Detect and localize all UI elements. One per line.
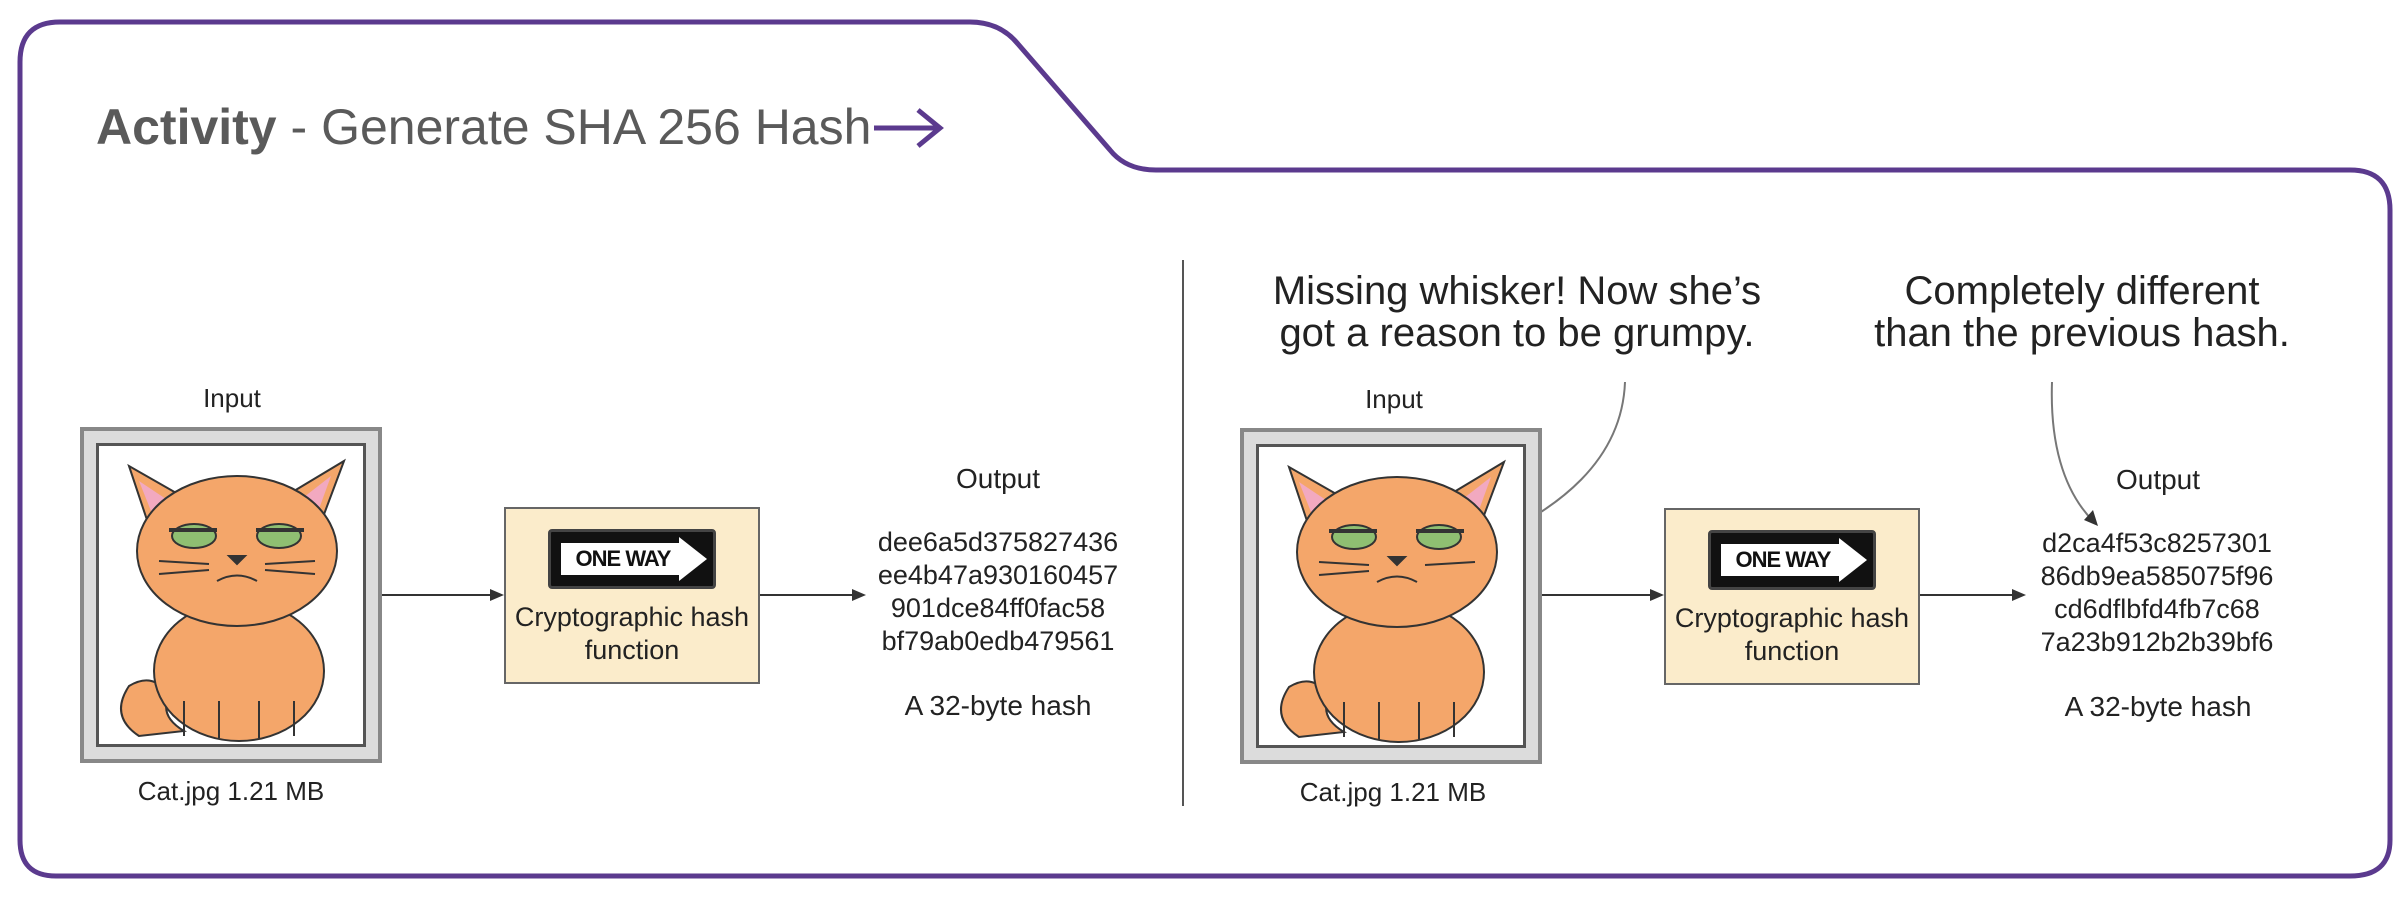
one-way-sign-icon: ONE WAY [1708,530,1876,590]
annotation-whisker: Missing whisker! Now she’s got a reason … [1272,269,1762,355]
hash-caption: A 32-byte hash [2064,691,2252,722]
hash-function-box: ONE WAY Cryptographic hash function [504,507,760,684]
hash-line: 86db9ea585075f96 [2040,561,2274,591]
one-way-sign-text: ONE WAY [1735,547,1832,572]
one-way-sign-text: ONE WAY [575,546,672,571]
grumpy-cat-image [120,458,346,742]
page-title: Activity - Generate SHA 256 Hash [96,98,871,156]
hash-line: bf79ab0edb479561 [881,626,1115,656]
arrow-right-icon [874,108,944,148]
input-photo-frame [80,427,382,763]
hash-function-box: ONE WAY Cryptographic hash function [1664,508,1920,685]
hash-line: ee4b47a930160457 [877,560,1119,590]
output-label: Output [955,463,1041,494]
hash-line: d2ca4f53c8257301 [2042,528,2272,558]
file-caption: Cat.jpg 1.21 MB [137,776,325,806]
flow-arrow [1920,589,2026,601]
flow-arrow [1542,589,1664,601]
hash-function-label: Cryptographic hash function [514,602,750,665]
input-label: Input [1365,384,1423,414]
annotation-pointer-different [2050,381,2098,526]
hash-line: 7a23b912b2b39bf6 [2040,627,2274,657]
flow-arrow [382,589,504,601]
hash-line: dee6a5d375827436 [877,527,1119,557]
cat-image-area [1256,444,1526,748]
file-caption: Cat.jpg 1.21 MB [1299,777,1487,807]
input-label: Input [203,383,261,413]
cat-image-area [96,443,366,747]
grumpy-cat-image [1280,459,1506,743]
output-label: Output [2115,464,2201,495]
flow-arrow [760,589,866,601]
hash-function-label: Cryptographic hash function [1674,603,1910,666]
hash-caption: A 32-byte hash [904,690,1092,721]
input-photo-frame [1240,428,1542,764]
hash-output: d2ca4f53c8257301 86db9ea585075f96 cd6dfl… [2026,527,2288,659]
title-activity: Activity [96,99,277,155]
frame-border [17,19,2393,879]
hash-line: cd6dflbfd4fb7c68 [2054,594,2260,624]
hash-output: dee6a5d375827436 ee4b47a930160457 901dce… [868,526,1128,658]
annotation-different: Completely different than the previous h… [1874,269,2290,355]
title-subtitle: - Generate SHA 256 Hash [290,99,872,155]
hash-line: 901dce84ff0fac58 [890,593,1106,623]
one-way-sign-icon: ONE WAY [548,529,716,589]
